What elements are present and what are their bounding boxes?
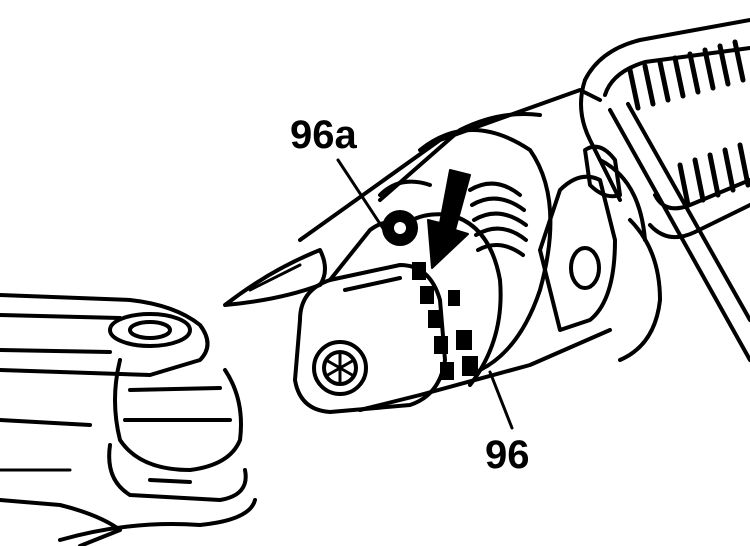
tool-tip — [223, 248, 327, 307]
leader-lines — [336, 158, 514, 430]
direction-arrow — [427, 169, 471, 269]
locking-ring — [388, 128, 553, 387]
spring-assembly — [579, 18, 750, 362]
leader-line-96 — [488, 370, 514, 430]
callout-96: 96 — [485, 433, 530, 477]
callout-96a: 96a — [290, 113, 357, 157]
clevis-bracket — [538, 144, 622, 332]
left-housing — [0, 293, 257, 546]
leader-line-96a — [336, 158, 394, 244]
